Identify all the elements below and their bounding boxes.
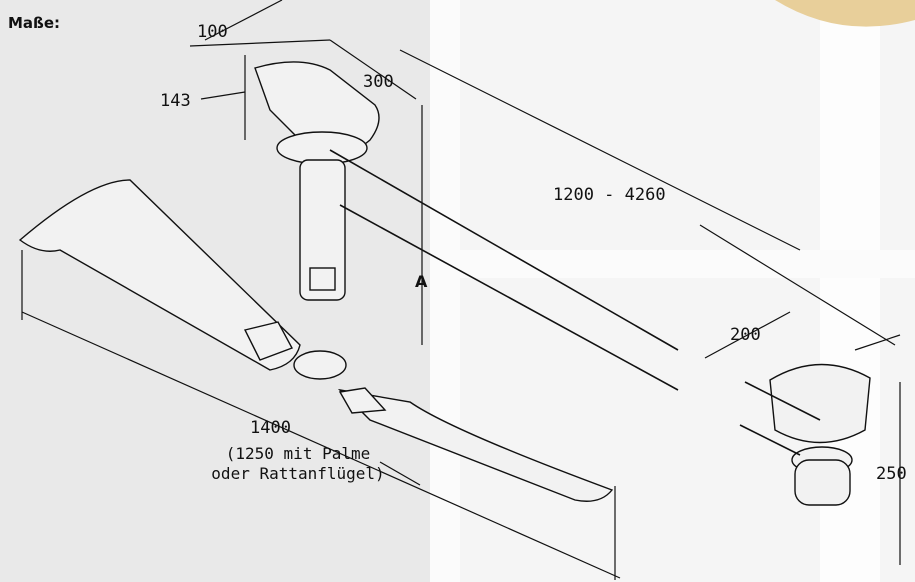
dim-label-mount-depth: 300 [363, 72, 394, 92]
shaft-coupling [309, 267, 336, 291]
dim-rod-upper [399, 49, 801, 251]
drive-rod-lower [339, 204, 679, 391]
dim-label-blade-span: 1400 [250, 418, 291, 438]
dim-250-extension [854, 334, 901, 351]
fan-motor-shaft [299, 159, 346, 301]
dim-label-mount-height: 143 [160, 91, 191, 111]
dim-143-leader [200, 91, 246, 100]
blade-holder-right [338, 387, 387, 414]
fan-drawing [18, 61, 871, 506]
blade-hub [293, 350, 347, 380]
dim-label-motor-width: 200 [730, 325, 761, 345]
fan-blade-left [18, 179, 301, 371]
blade-span-note-line-1: (1250 mit Palme [225, 444, 371, 463]
dimension-lines [21, 0, 901, 580]
dim-label-height-A: A [415, 272, 428, 291]
drive-rod-lower-end [739, 424, 801, 456]
fan-blade-right [337, 388, 614, 502]
dim-label-rod-length: 1200 - 4260 [553, 185, 666, 205]
dim-200-line [704, 311, 791, 359]
dim-rod-lower [699, 224, 896, 346]
drive-rod-upper [329, 149, 679, 351]
window-frame-strip [430, 0, 460, 582]
blade-span-note: (1250 mit Palme oder Rattanflügel) [188, 444, 408, 484]
mount-pulley [276, 131, 368, 165]
dim-label-top-width: 100 [197, 22, 228, 42]
drive-rods [329, 149, 821, 456]
rattan-lamp-edge [775, 0, 915, 27]
dim-300-line [329, 39, 417, 100]
pulley-unit-base [794, 459, 851, 506]
drive-rod-upper-end [744, 381, 821, 421]
dim-100-extension [204, 0, 283, 41]
pulley-unit-housing [769, 363, 871, 444]
dimensions-title: Maße: [8, 14, 61, 32]
blade-span-note-line-2: oder Rattanflügel) [211, 464, 385, 483]
blade-holder-left [243, 321, 293, 361]
dim-label-motor-height: 250 [876, 464, 907, 484]
dim-100-arrow [189, 39, 331, 47]
note-leader [379, 461, 421, 486]
dim-1400-line [21, 311, 621, 579]
